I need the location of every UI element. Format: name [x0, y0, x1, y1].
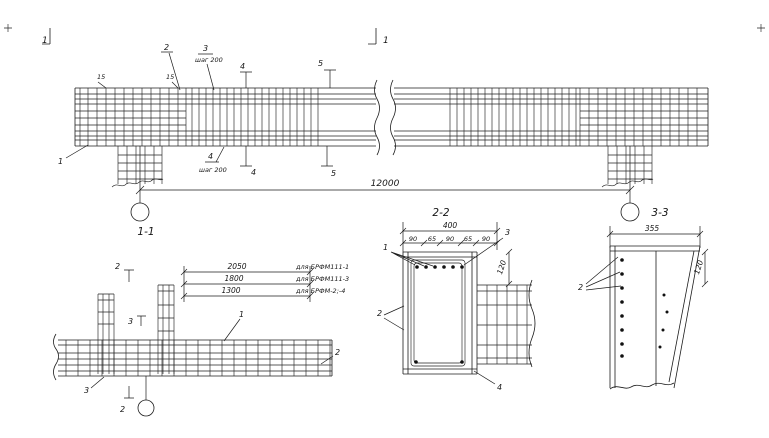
s22-part-65b: 65 — [464, 235, 472, 243]
trim-marks — [4, 24, 765, 32]
pos-callout-1: 1 — [58, 157, 63, 166]
s11-pos-3-flag: 3 — [128, 317, 133, 326]
s11-pos-3-bottom: 3 — [84, 386, 89, 395]
pos-callout-3: 3 — [203, 44, 208, 53]
s22-dim-400: 400 — [443, 221, 458, 230]
s22-pos-1: 1 — [383, 243, 388, 252]
section-1-1-title: 1-1 — [137, 226, 154, 238]
s11-marks-leaders — [90, 269, 334, 399]
section-3-3-title: 3-3 — [651, 207, 668, 219]
step-200-bottom: шаг 200 — [199, 166, 227, 174]
left-end-grid — [75, 88, 187, 146]
s33-rebar-dots — [620, 258, 669, 358]
pos-callout-4-top: 4 — [240, 62, 245, 71]
s22-adjacent-mesh — [477, 284, 532, 365]
pos-callout-5-bottom: 5 — [331, 169, 336, 178]
pos-callout-4-bottom: 4 — [208, 152, 213, 161]
right-end-grid — [579, 88, 708, 146]
s22-part-90c: 90 — [482, 235, 490, 243]
section-3-3-view: 3-3 355 120 2 — [578, 207, 709, 390]
left-column-break-mark — [111, 178, 164, 188]
s22-section-outline — [402, 251, 478, 375]
s22-dim-120: 120 — [495, 259, 508, 276]
s11-note-1800: для БРФМ111-3 — [295, 275, 349, 283]
s33-dim-120-lines — [701, 248, 709, 288]
s11-dim-2050: 2050 — [227, 262, 246, 271]
s11-note-2050: для БРФМ111-1 — [295, 263, 349, 271]
cut-label-1-mid: 1 — [383, 36, 389, 46]
midspan-break-mark — [374, 79, 396, 156]
s33-bottom-break-mark — [609, 382, 675, 390]
s22-dim-lines — [399, 222, 501, 252]
elevation-callout-leaders — [65, 51, 336, 167]
s11-pos-1: 1 — [239, 310, 244, 319]
s11-dim-1800: 1800 — [224, 274, 243, 283]
section-2-2-view: 2-2 400 90 65 90 65 90 120 1 3 2 4 — [377, 207, 536, 392]
right-column-break-mark — [601, 178, 654, 188]
s33-dim-355: 355 — [645, 224, 660, 233]
s11-left-break-mark — [53, 333, 59, 381]
s33-pos-2: 2 — [578, 283, 583, 292]
s33-dim-lines — [606, 226, 704, 248]
s22-callout-leaders — [383, 237, 504, 385]
section-1-1-view: 1-1 2050 для БРФМ111-1 1800 для БРФМ111-… — [53, 226, 349, 417]
beam-elevation-view: 1 1 15 15 2 3 шаг 200 4 5 1 4 шаг 200 4 … — [4, 24, 765, 222]
s22-rebar-dots — [414, 265, 464, 364]
dim-12000-lines — [135, 146, 635, 203]
s22-stirrup-inner — [413, 262, 463, 364]
s11-axis-bubble — [137, 399, 155, 417]
s11-dim-1300: 1300 — [221, 286, 240, 295]
s22-part-90a: 90 — [409, 235, 417, 243]
break-mask — [376, 82, 394, 154]
dim-12000-label: 12000 — [371, 179, 400, 189]
cut-label-1-left: 1 — [42, 36, 48, 46]
s11-upright-a — [97, 293, 115, 374]
s22-part-65a: 65 — [428, 235, 436, 243]
s11-cut-2-bottom: 2 — [120, 405, 125, 414]
s11-note-1300: для БРФМ-2;-4 — [295, 287, 345, 295]
s11-beam-outline — [58, 339, 333, 377]
s22-right-break-mark — [528, 279, 536, 368]
section-2-2-title: 2-2 — [432, 207, 449, 219]
pos-callout-4-tick: 4 — [251, 168, 256, 177]
s22-pos-3: 3 — [505, 228, 510, 237]
axis-bubble-right — [620, 202, 640, 222]
pos-callout-2: 2 — [164, 43, 169, 52]
step-200-top: шаг 200 — [195, 56, 223, 64]
s22-stirrup-outer — [410, 259, 466, 367]
s11-longitudinal-bars — [58, 352, 332, 366]
s22-pos-2: 2 — [377, 309, 382, 318]
s11-dim-lines — [180, 266, 314, 302]
s22-dim-120-lines — [505, 248, 513, 288]
s11-stirrups — [65, 340, 331, 376]
s22-part-90b: 90 — [446, 235, 454, 243]
s33-dim-120: 120 — [692, 259, 705, 276]
s11-pos-2: 2 — [335, 348, 340, 357]
axis-bubble-left — [130, 202, 150, 222]
pos-callout-5-top: 5 — [318, 59, 323, 68]
note-15-left: 15 — [97, 73, 105, 81]
s33-section-outline — [609, 245, 701, 389]
note-15-right: 15 — [166, 73, 174, 81]
s11-upright-b — [157, 284, 175, 374]
stirrups-zone-right — [449, 88, 577, 146]
s33-callout-leaders — [585, 256, 622, 291]
stirrups-zone-left — [191, 88, 319, 146]
s11-cut-2-top: 2 — [115, 262, 120, 271]
cut-line-marks-1 — [42, 28, 377, 45]
s22-pos-4: 4 — [497, 383, 502, 392]
